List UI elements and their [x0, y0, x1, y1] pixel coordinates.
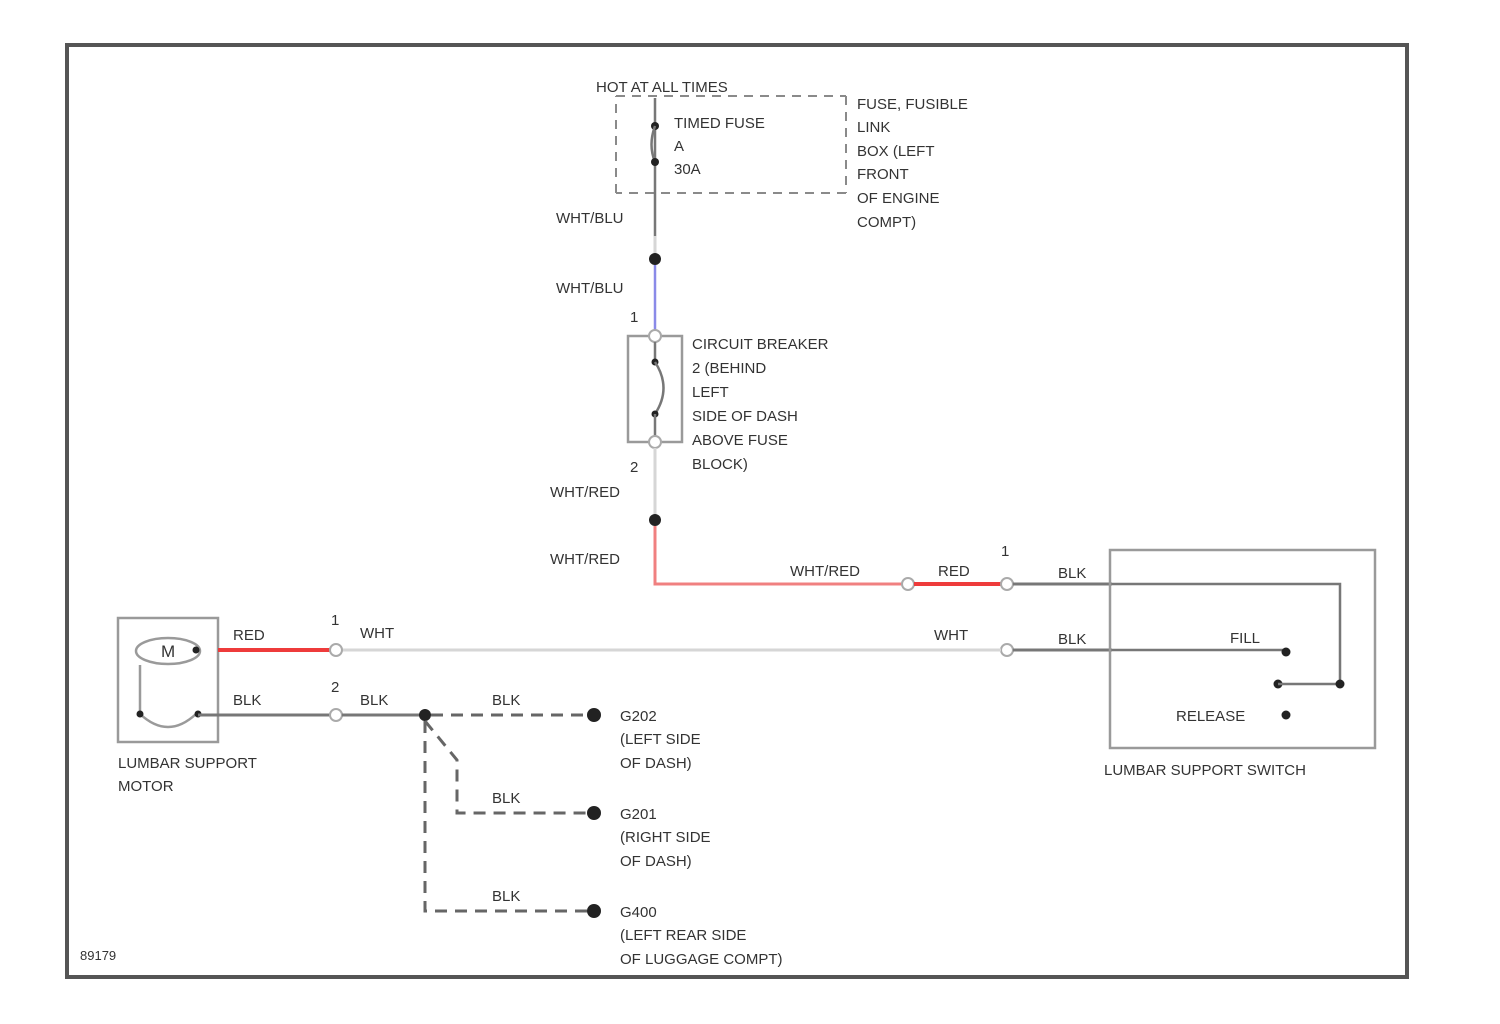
- motor-winding: [140, 665, 196, 727]
- motor-connector-pin-1: 1: [331, 612, 339, 629]
- ground-g400-line-2: OF LUGGAGE COMPT): [620, 951, 783, 968]
- fuse-location-line-5: OF ENGINE: [857, 190, 940, 207]
- ground-g400-id: G400: [620, 904, 657, 921]
- wire-label-wht-red-horizontal: WHT/RED: [790, 563, 860, 580]
- motor-terminal-1: [193, 647, 200, 654]
- ground-g201-id: G201: [620, 806, 657, 823]
- wire-wht-red: [655, 526, 902, 584]
- wire-label-wht-blu-upper: WHT/BLU: [556, 210, 624, 227]
- circuit-breaker-label-1: CIRCUIT BREAKER: [692, 336, 829, 353]
- switch-connector-top: [1001, 578, 1013, 590]
- fuse-id: A: [674, 138, 684, 155]
- motor-symbol: M: [161, 642, 175, 661]
- switch-pivot-contact: [1336, 680, 1345, 689]
- motor-connector-pin-2: 2: [331, 679, 339, 696]
- wire-label-blk-motor: BLK: [233, 692, 261, 709]
- splice-node-upper: [649, 253, 661, 265]
- ground-g201-symbol: [587, 806, 601, 820]
- switch-release-label: RELEASE: [1176, 708, 1245, 725]
- fuse-terminal-bottom: [651, 158, 659, 166]
- circuit-breaker-pin-2: 2: [630, 459, 638, 476]
- ground-g202-line-2: OF DASH): [620, 755, 692, 772]
- switch-label: LUMBAR SUPPORT SWITCH: [1104, 762, 1306, 779]
- diagram-frame: [67, 45, 1407, 977]
- wire-label-blk-ground-2: BLK: [492, 790, 520, 807]
- wire-label-wht-red-lower: WHT/RED: [550, 551, 620, 568]
- ground-g201-line-2: OF DASH): [620, 853, 692, 870]
- circuit-breaker-connector-top: [649, 330, 661, 342]
- circuit-breaker: 1 2 CIRCUIT BREAKER 2 (BEHIND LEFT SIDE …: [628, 309, 829, 476]
- hot-at-all-times-label: HOT AT ALL TIMES: [596, 79, 728, 96]
- ground-g400-symbol: [587, 904, 601, 918]
- circuit-breaker-label-4: SIDE OF DASH: [692, 408, 798, 425]
- wire-label-wht-switch: WHT: [934, 627, 968, 644]
- fuse-location-line-6: COMPT): [857, 214, 916, 231]
- fuse-name: TIMED FUSE: [674, 115, 765, 132]
- circuit-breaker-label-6: BLOCK): [692, 456, 748, 473]
- wire-label-red-motor: RED: [233, 627, 265, 644]
- motor-housing: [118, 618, 218, 742]
- ground-g400-line-1: (LEFT REAR SIDE: [620, 927, 746, 944]
- ground-branches: BLK BLK BLK G202 (LEFT SIDE OF DASH) G20…: [425, 692, 783, 968]
- ground-splice-node: [419, 709, 431, 721]
- circuit-breaker-icon: [655, 362, 664, 414]
- ground-g202-line-1: (LEFT SIDE: [620, 731, 701, 748]
- switch-fill-contact: [1282, 648, 1291, 657]
- splice-node-lower: [649, 514, 661, 526]
- motor-connector-top: [330, 644, 342, 656]
- switch-connector-bottom: [1001, 644, 1013, 656]
- circuit-breaker-label-5: ABOVE FUSE: [692, 432, 788, 449]
- fuse-location-line-1: FUSE, FUSIBLE: [857, 96, 968, 113]
- wire-label-blk-switch-top: BLK: [1058, 565, 1086, 582]
- diagram-id: 89179: [80, 948, 116, 963]
- circuit-breaker-pin-1: 1: [630, 309, 638, 326]
- motor-label-1: LUMBAR SUPPORT: [118, 755, 257, 772]
- wire-label-red-switch: RED: [938, 563, 970, 580]
- fuse-location-line-2: LINK: [857, 119, 890, 136]
- wire-label-blk-motor-2: BLK: [360, 692, 388, 709]
- fuse-rating: 30A: [674, 161, 701, 178]
- fuse-box: HOT AT ALL TIMES TIMED FUSE A 30A FUSE, …: [596, 79, 968, 236]
- wire-label-wht-red-upper: WHT/RED: [550, 484, 620, 501]
- motor-connector-bottom: [330, 709, 342, 721]
- wire-label-wht-motor: WHT: [360, 625, 394, 642]
- circuit-breaker-connector-bottom: [649, 436, 661, 448]
- motor-label-2: MOTOR: [118, 778, 174, 795]
- circuit-breaker-label-3: LEFT: [692, 384, 729, 401]
- fuse-location-line-3: BOX (LEFT: [857, 143, 935, 160]
- lumbar-support-switch: FILL RELEASE LUMBAR SUPPORT SWITCH: [1104, 550, 1375, 779]
- inline-connector: [902, 578, 914, 590]
- wire-label-blk-ground-3: BLK: [492, 888, 520, 905]
- fuse-location-line-4: FRONT: [857, 166, 909, 183]
- wire-label-blk-ground-1: BLK: [492, 692, 520, 709]
- ground-g202-symbol: [587, 708, 601, 722]
- motor-terminal-2: [137, 711, 144, 718]
- switch-fill-label: FILL: [1230, 630, 1260, 647]
- ground-g202-id: G202: [620, 708, 657, 725]
- wire-label-wht-blu-lower: WHT/BLU: [556, 280, 624, 297]
- circuit-breaker-label-2: 2 (BEHIND: [692, 360, 766, 377]
- switch-release-contact: [1282, 711, 1291, 720]
- switch-pin-1: 1: [1001, 543, 1009, 560]
- wire-label-blk-switch-mid: BLK: [1058, 631, 1086, 648]
- ground-g201-line-1: (RIGHT SIDE: [620, 829, 711, 846]
